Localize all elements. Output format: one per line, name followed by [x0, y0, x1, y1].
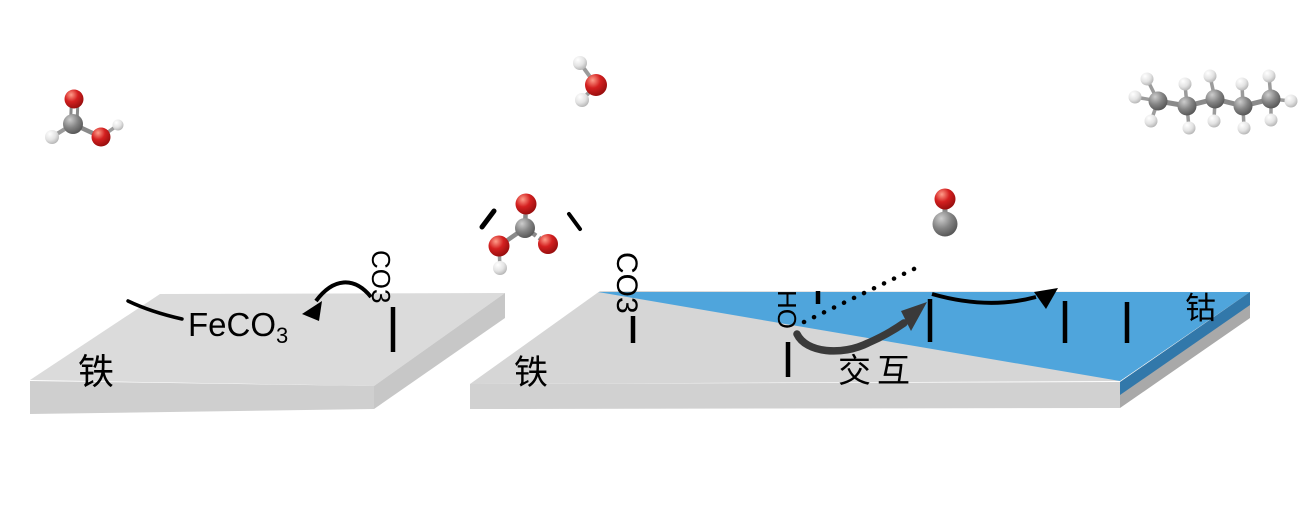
- hydroxyl-co-dotted-line: [801, 265, 919, 325]
- alkane-chain-molecule: [1128, 58, 1305, 138]
- feco3-label: FeCO3: [188, 306, 288, 348]
- cobalt-layer-top-face: [598, 292, 1250, 381]
- interaction-arrow: [793, 319, 908, 355]
- hydrogen-atom: [1182, 121, 1196, 135]
- hydrogen-atom: [1144, 114, 1158, 128]
- carbon-atom: [1261, 89, 1281, 109]
- interaction-arrowhead: [901, 302, 927, 331]
- oxygen-atom: [538, 234, 558, 254]
- feco3-left-arc: [126, 299, 184, 321]
- cobalt-label: 钴: [1185, 291, 1216, 327]
- carbon-atom: [932, 211, 958, 237]
- hydrogen-atom: [112, 119, 124, 131]
- oxygen-atom: [64, 89, 84, 109]
- carbonic-acid-molecule: [479, 188, 582, 285]
- hydrogen-atom: [1264, 113, 1278, 127]
- hydrogen-atom: [573, 56, 587, 70]
- hydrogen-atom: [1237, 121, 1251, 135]
- carbonate-to-feco3-arrowhead: [302, 301, 322, 321]
- hydrogen-atom: [1262, 69, 1276, 83]
- hydrogen-atom: [1140, 72, 1154, 86]
- carbonate-to-feco3-arrow: [314, 280, 373, 303]
- adsorbed-carbonate-label-left: CO3: [366, 250, 396, 303]
- co-migration-arrowhead: [1034, 288, 1058, 309]
- carbon-atom: [1148, 91, 1168, 111]
- carbon-atom: [1177, 96, 1197, 116]
- hydrogen-atom: [1178, 77, 1192, 91]
- formic-acid-molecule: [44, 88, 124, 148]
- adsorbed-hydroxyl-label: HO: [772, 290, 802, 329]
- dissociation-stroke-right: [567, 212, 582, 231]
- iron-label-right: 铁: [514, 353, 548, 393]
- hydrogen-atom: [1128, 90, 1142, 104]
- co-migration-arrow: [931, 292, 1037, 305]
- dissociation-stroke-left: [479, 208, 497, 230]
- hydrogen-atom: [493, 261, 507, 275]
- hydrogen-atom: [1203, 69, 1217, 83]
- feco3-formula: FeCO: [188, 306, 276, 343]
- adsorbed-carbonate-label-right: CO3: [610, 252, 643, 314]
- carbon-atom: [515, 218, 535, 238]
- interaction-label: 交互: [838, 351, 916, 390]
- hydrogen-atom: [1235, 77, 1249, 91]
- cobalt-layer-side-face: [1120, 292, 1250, 395]
- oxygen-atom: [934, 188, 956, 210]
- iron-slab-left-front-face: [30, 381, 374, 414]
- oxygen-atom: [91, 127, 111, 147]
- oxygen-atom: [585, 74, 607, 96]
- carbon-atom: [63, 114, 83, 134]
- oxygen-atom: [488, 235, 510, 257]
- iron-cobalt-slab: 铁 钴: [470, 291, 1250, 409]
- iron-slab-right-front-face: [470, 382, 1120, 409]
- carbon-atom: [1205, 89, 1225, 109]
- hydrogen-atom: [1284, 94, 1298, 108]
- water-molecule: [560, 47, 608, 131]
- carbon-monoxide-molecule: [930, 178, 960, 237]
- oxygen-atom: [515, 193, 537, 215]
- right-slab-annotations: CO3 HO 交互: [610, 252, 1130, 390]
- iron-slab-left-top-face: [30, 293, 505, 386]
- hydrogen-atom: [1207, 114, 1221, 128]
- iron-slab-left: 铁: [30, 293, 505, 414]
- hydrogen-atom: [575, 93, 589, 107]
- left-slab-annotations: FeCO3 CO3: [126, 250, 396, 352]
- carbon-atom: [1233, 96, 1253, 116]
- hydrogen-atom: [45, 130, 59, 144]
- iron-slab-left-side-face: [374, 293, 505, 409]
- feco3-subscript: 3: [276, 323, 288, 348]
- iron-label-left: 铁: [78, 352, 114, 393]
